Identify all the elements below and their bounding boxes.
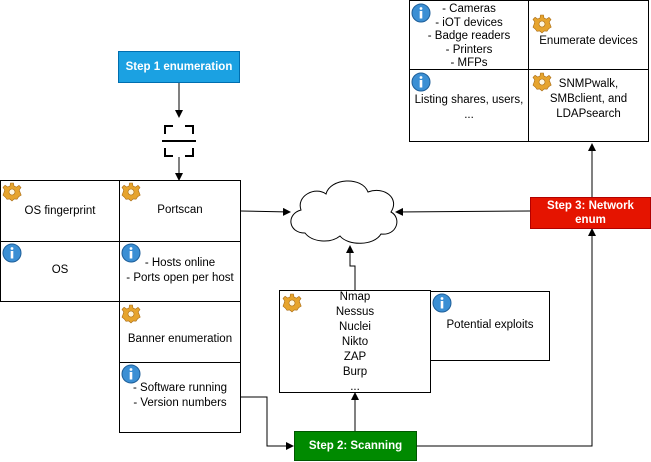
gear-icon (121, 182, 141, 202)
potential-exploits-label: Potential exploits (446, 319, 534, 331)
connector-step2-to-step3 (417, 228, 596, 447)
gear-icon (2, 182, 22, 202)
step2-label: Step 2: Scanning (308, 440, 403, 452)
listing-shares-label: Listing shares, users, ... (414, 94, 524, 121)
scan-frame-icon (162, 125, 196, 157)
software-versions-label: - Software running - Version numbers (133, 382, 227, 409)
info-icon (121, 243, 141, 263)
os-label: OS (51, 264, 69, 276)
network-enumerate-cell (528, 0, 649, 70)
connector-table-to-cloud (240, 207, 291, 216)
info-icon (121, 364, 141, 384)
gear-icon (532, 14, 552, 34)
gear-icon (532, 72, 552, 92)
step2-box[interactable]: Step 2: Scanning (294, 431, 417, 461)
scanning-tools-box (279, 290, 431, 393)
portscan-label: Portscan (157, 204, 203, 216)
device-list-label: - Cameras - iOT devices - Badge readers … (427, 3, 511, 69)
banner-enumeration-label: Banner enumeration (127, 333, 233, 345)
gear-icon (282, 293, 302, 313)
os-fingerprint-label: OS fingerprint (24, 205, 96, 217)
enumerate-devices-label: Enumerate devices (539, 35, 638, 47)
hosts-ports-label: - Hosts online - Ports open per host (126, 257, 234, 284)
snmp-tools-label: SNMPwalk, SMBclient, and LDAPsearch (549, 78, 628, 120)
step1-label: Step 1 enumeration (125, 61, 233, 73)
info-icon (432, 293, 452, 313)
cloud-icon (290, 180, 398, 244)
step1-box[interactable]: Step 1 enumeration (118, 51, 240, 83)
connector-step3-to-cloud (395, 207, 531, 216)
info-icon (411, 3, 431, 23)
connector-tools-to-cloud (346, 245, 356, 290)
info-icon (2, 243, 22, 263)
gear-icon (121, 304, 141, 324)
step3-label: Step 3: Network enum (547, 200, 634, 226)
connector-table-to-step2 (241, 396, 294, 450)
info-icon (411, 72, 431, 92)
scanning-tools-list: Nmap Nessus Nuclei Nikto ZAP Burp ... (335, 291, 375, 393)
step3-box[interactable]: Step 3: Network enum (530, 197, 651, 229)
